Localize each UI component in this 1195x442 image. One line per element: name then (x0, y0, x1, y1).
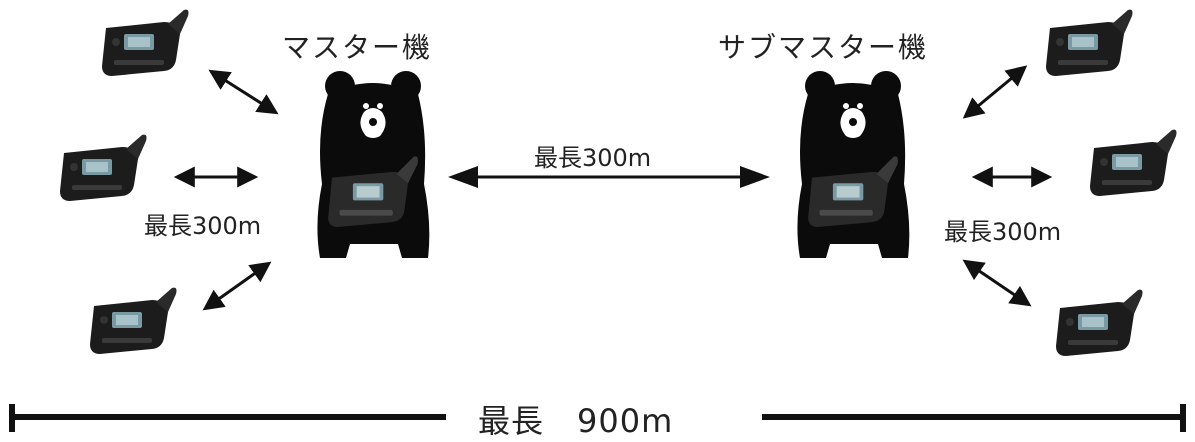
sub-master-bear-icon (797, 71, 910, 258)
link-arrow (202, 261, 272, 311)
intercom-device-icon (1090, 129, 1177, 196)
link-arrow (962, 259, 1032, 307)
left-distance-label: 最長300m (144, 212, 262, 240)
master-title: マスター機 (282, 31, 433, 64)
right-distance-label: 最長300m (944, 218, 1062, 246)
intercom-device-icon (1046, 9, 1133, 77)
link-arrow (208, 69, 279, 115)
hub-distance-label: 最長300m (534, 144, 652, 172)
master-bear-icon (317, 71, 430, 258)
arrow-head (448, 166, 478, 188)
arrow-head (740, 166, 770, 188)
sub-master-title: サブマスター機 (718, 31, 929, 64)
total-distance-label: 最長 900m (478, 402, 674, 440)
intercom-device-icon (90, 287, 177, 354)
intercom-device-icon (102, 9, 189, 77)
intercom-device-icon (60, 134, 147, 201)
link-arrow (962, 65, 1028, 119)
intercom-device-icon (1056, 289, 1143, 356)
